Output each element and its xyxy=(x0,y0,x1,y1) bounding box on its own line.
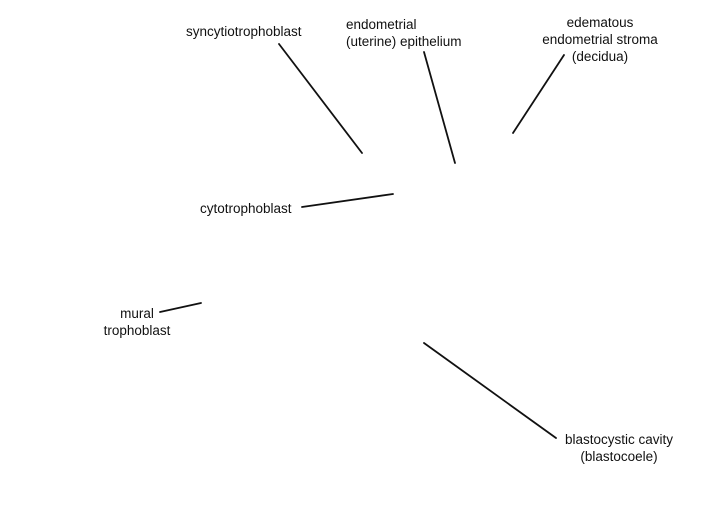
endometrial-stroma-line-2: endometrial stroma xyxy=(542,32,658,47)
endometrial-stroma-line-3: (decidua) xyxy=(571,49,629,64)
mural-trophoblast-line-1: mural xyxy=(120,306,154,321)
syncytiotrophoblast-text: syncytiotrophoblast xyxy=(186,24,302,39)
blastocystic-cavity-label: blastocystic cavity (blastocoele) xyxy=(553,431,685,465)
blastocystic-cavity-leader-line xyxy=(423,342,557,439)
endometrial-stroma-label: edematous endometrial stroma (decidua) xyxy=(529,14,671,65)
cytotrophoblast-label: cytotrophoblast xyxy=(200,200,292,217)
blastocystic-cavity-line-2: (blastocoele) xyxy=(580,449,658,464)
syncytiotrophoblast-leader-line xyxy=(278,43,363,154)
endometrial-epithelium-label: endometrial (uterine) epithelium xyxy=(346,16,462,50)
cytotrophoblast-text: cytotrophoblast xyxy=(200,201,292,216)
endometrial-stroma-line-1: edematous xyxy=(566,15,634,30)
blastocystic-cavity-line-1: blastocystic cavity xyxy=(564,432,674,447)
mural-trophoblast-leader-line xyxy=(159,302,202,313)
endometrial-epithelium-leader-line xyxy=(423,51,456,164)
endometrial-stroma-leader-line xyxy=(512,54,565,134)
cytotrophoblast-leader-line xyxy=(301,193,394,208)
mural-trophoblast-label: mural trophoblast xyxy=(92,305,182,339)
endometrial-epithelium-line-2: (uterine) epithelium xyxy=(346,34,462,49)
syncytiotrophoblast-label: syncytiotrophoblast xyxy=(186,23,302,40)
endometrial-epithelium-line-1: endometrial xyxy=(346,17,417,32)
mural-trophoblast-line-2: trophoblast xyxy=(103,323,171,338)
